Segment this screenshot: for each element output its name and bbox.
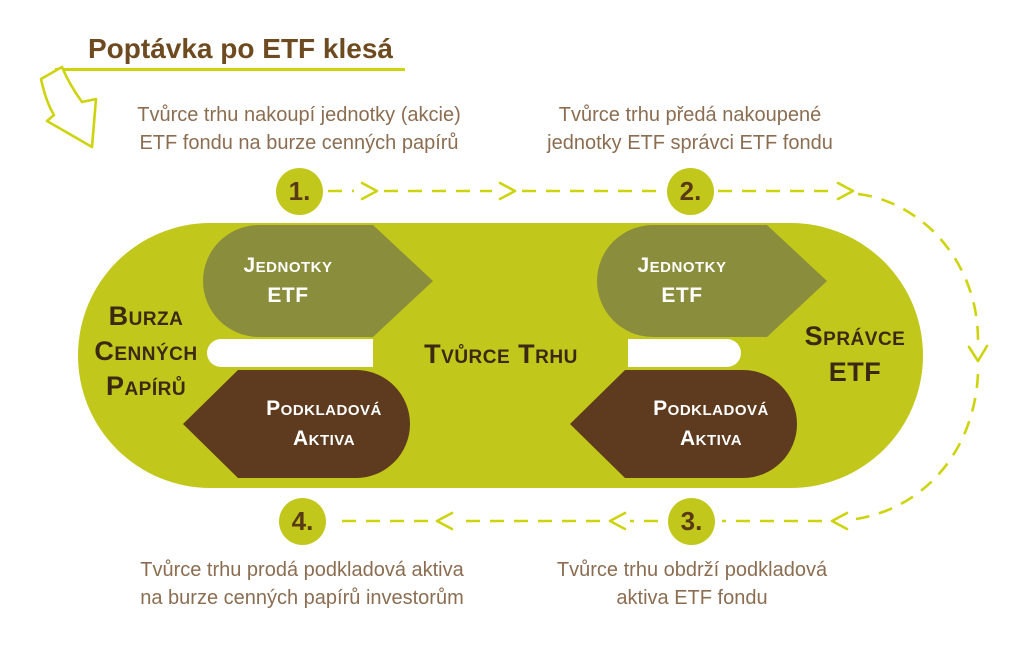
flow-underlying-assets-left-label1: Podkladová (266, 397, 382, 420)
flow-etf-units-left-label2: ETF (267, 284, 309, 307)
flow-etf-units-left-arrowhead-icon (373, 225, 433, 337)
step-1-line1: Tvůrce trhu nakoupí jednotky (akcie) (137, 104, 461, 126)
flow-underlying-assets-left-arrow: Podkladová Aktiva (238, 370, 410, 478)
chevron-right-icon (498, 181, 517, 201)
flow-etf-units-right-arrowhead-icon (767, 225, 827, 337)
flow-underlying-assets-right-label1: Podkladová (653, 397, 769, 420)
flow-underlying-assets-right-arrow: Podkladová Aktiva (625, 370, 797, 478)
step-2-line2: jednotky ETF správci ETF fondu (547, 132, 833, 154)
step-3-line2: aktiva ETF fondu (616, 587, 768, 609)
step-4-badge: 4. (279, 498, 326, 545)
step-1-line2: ETF fondu na burze cenných papírů (139, 132, 459, 154)
step-4-line2: na burze cenných papírů investorům (140, 587, 464, 609)
down-arrow-icon (39, 65, 98, 149)
step-3-caption: Tvůrce trhu obdrží podkladová aktiva ETF… (492, 556, 892, 612)
flow-underlying-assets-left-arrowhead-icon (183, 370, 238, 478)
chevron-right-icon (836, 181, 855, 201)
step-1-caption: Tvůrce trhu nakoupí jednotky (akcie) ETF… (99, 101, 499, 157)
step-4-line1: Tvůrce trhu prodá podkladová aktiva (140, 559, 464, 581)
entity-stock-exchange-line2: Cenných (94, 336, 198, 366)
flow-etf-units-left-label1: Jednotky (243, 254, 333, 277)
flow-underlying-assets-left-label2: Aktiva (292, 427, 356, 450)
flow-underlying-assets-right-arrowhead-icon (570, 370, 625, 478)
step-2-line1: Tvůrce trhu předá nakoupené (558, 104, 822, 126)
step-4-caption: Tvůrce trhu prodá podkladová aktiva na b… (102, 556, 502, 612)
step-2-caption: Tvůrce trhu předá nakoupené jednotky ETF… (490, 101, 890, 157)
flow-etf-units-right-arrow: Jednotky ETF (597, 225, 767, 337)
flow-etf-units-right-label2: ETF (661, 284, 703, 307)
chevron-left-icon (435, 511, 454, 531)
step-1-badge: 1. (276, 168, 323, 215)
chevron-left-icon (830, 511, 849, 531)
chevron-down-icon (967, 344, 989, 363)
chevron-left-icon (608, 511, 627, 531)
step-2-badge: 2. (667, 168, 714, 215)
step-3-line1: Tvůrce trhu obdrží podkladová (556, 559, 828, 581)
entity-stock-exchange-line1: Burza (108, 301, 184, 331)
step-3-badge: 3. (668, 498, 715, 545)
flow-etf-units-right-label1: Jednotky (637, 254, 727, 277)
entity-market-maker: Tvůrce Trhu (424, 339, 578, 369)
chevron-right-icon (360, 181, 379, 201)
entity-stock-exchange-line3: Papírů (105, 371, 187, 401)
flow-track-right (628, 339, 741, 367)
entity-etf-manager-line2: ETF (828, 357, 882, 387)
flow-underlying-assets-right-label2: Aktiva (679, 427, 743, 450)
title-underline (55, 68, 405, 71)
entity-stock-exchange: Burza Cenných Papírů (64, 299, 228, 404)
page-title: Poptávka po ETF klesá (88, 33, 393, 64)
flow-etf-units-left-arrow: Jednotky ETF (203, 225, 373, 337)
flow-track-left (207, 339, 373, 367)
